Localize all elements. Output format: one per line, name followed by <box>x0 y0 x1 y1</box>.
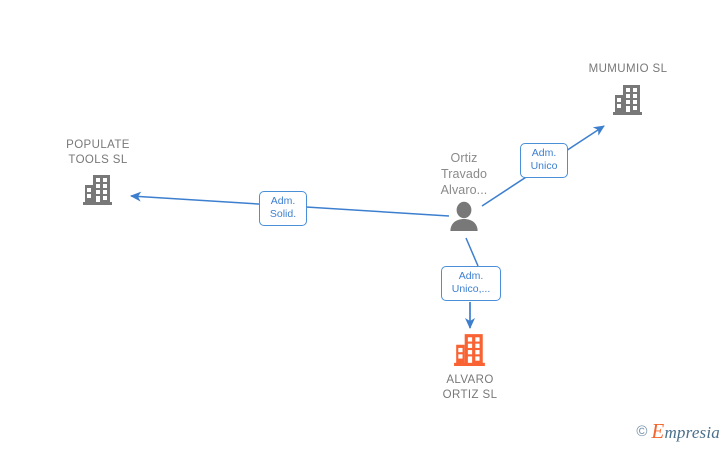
edge-label-adm-unico-mas[interactable]: Adm. Unico,... <box>441 266 501 301</box>
watermark: © Empresia <box>636 419 720 444</box>
person-icon <box>447 201 481 233</box>
edge-label-adm-solid[interactable]: Adm. Solid. <box>259 191 307 226</box>
building-icon <box>612 82 644 116</box>
node-populate-tools[interactable]: POPULATE TOOLS SL <box>23 138 173 206</box>
node-alvaro-ortiz-label: ALVARO ORTIZ SL <box>442 374 498 401</box>
node-populate-tools-label: POPULATE TOOLS SL <box>66 139 130 166</box>
brand-rest: mpresia <box>664 423 720 442</box>
node-mumumio[interactable]: MUMUMIO SL <box>553 62 703 116</box>
brand-name: Empresia <box>651 419 720 444</box>
building-icon <box>82 172 114 206</box>
building-icon <box>453 330 487 368</box>
brand-initial: E <box>651 419 665 443</box>
node-ortiz-travado-alvaro[interactable]: Ortiz Travado Alvaro... <box>390 150 538 233</box>
edge-label-adm-unico[interactable]: Adm. Unico <box>520 143 568 178</box>
node-alvaro-ortiz[interactable]: ALVARO ORTIZ SL <box>395 330 545 403</box>
node-person-label: Ortiz Travado Alvaro... <box>440 151 488 197</box>
copyright-icon: © <box>636 423 648 440</box>
node-mumumio-label: MUMUMIO SL <box>588 63 668 75</box>
